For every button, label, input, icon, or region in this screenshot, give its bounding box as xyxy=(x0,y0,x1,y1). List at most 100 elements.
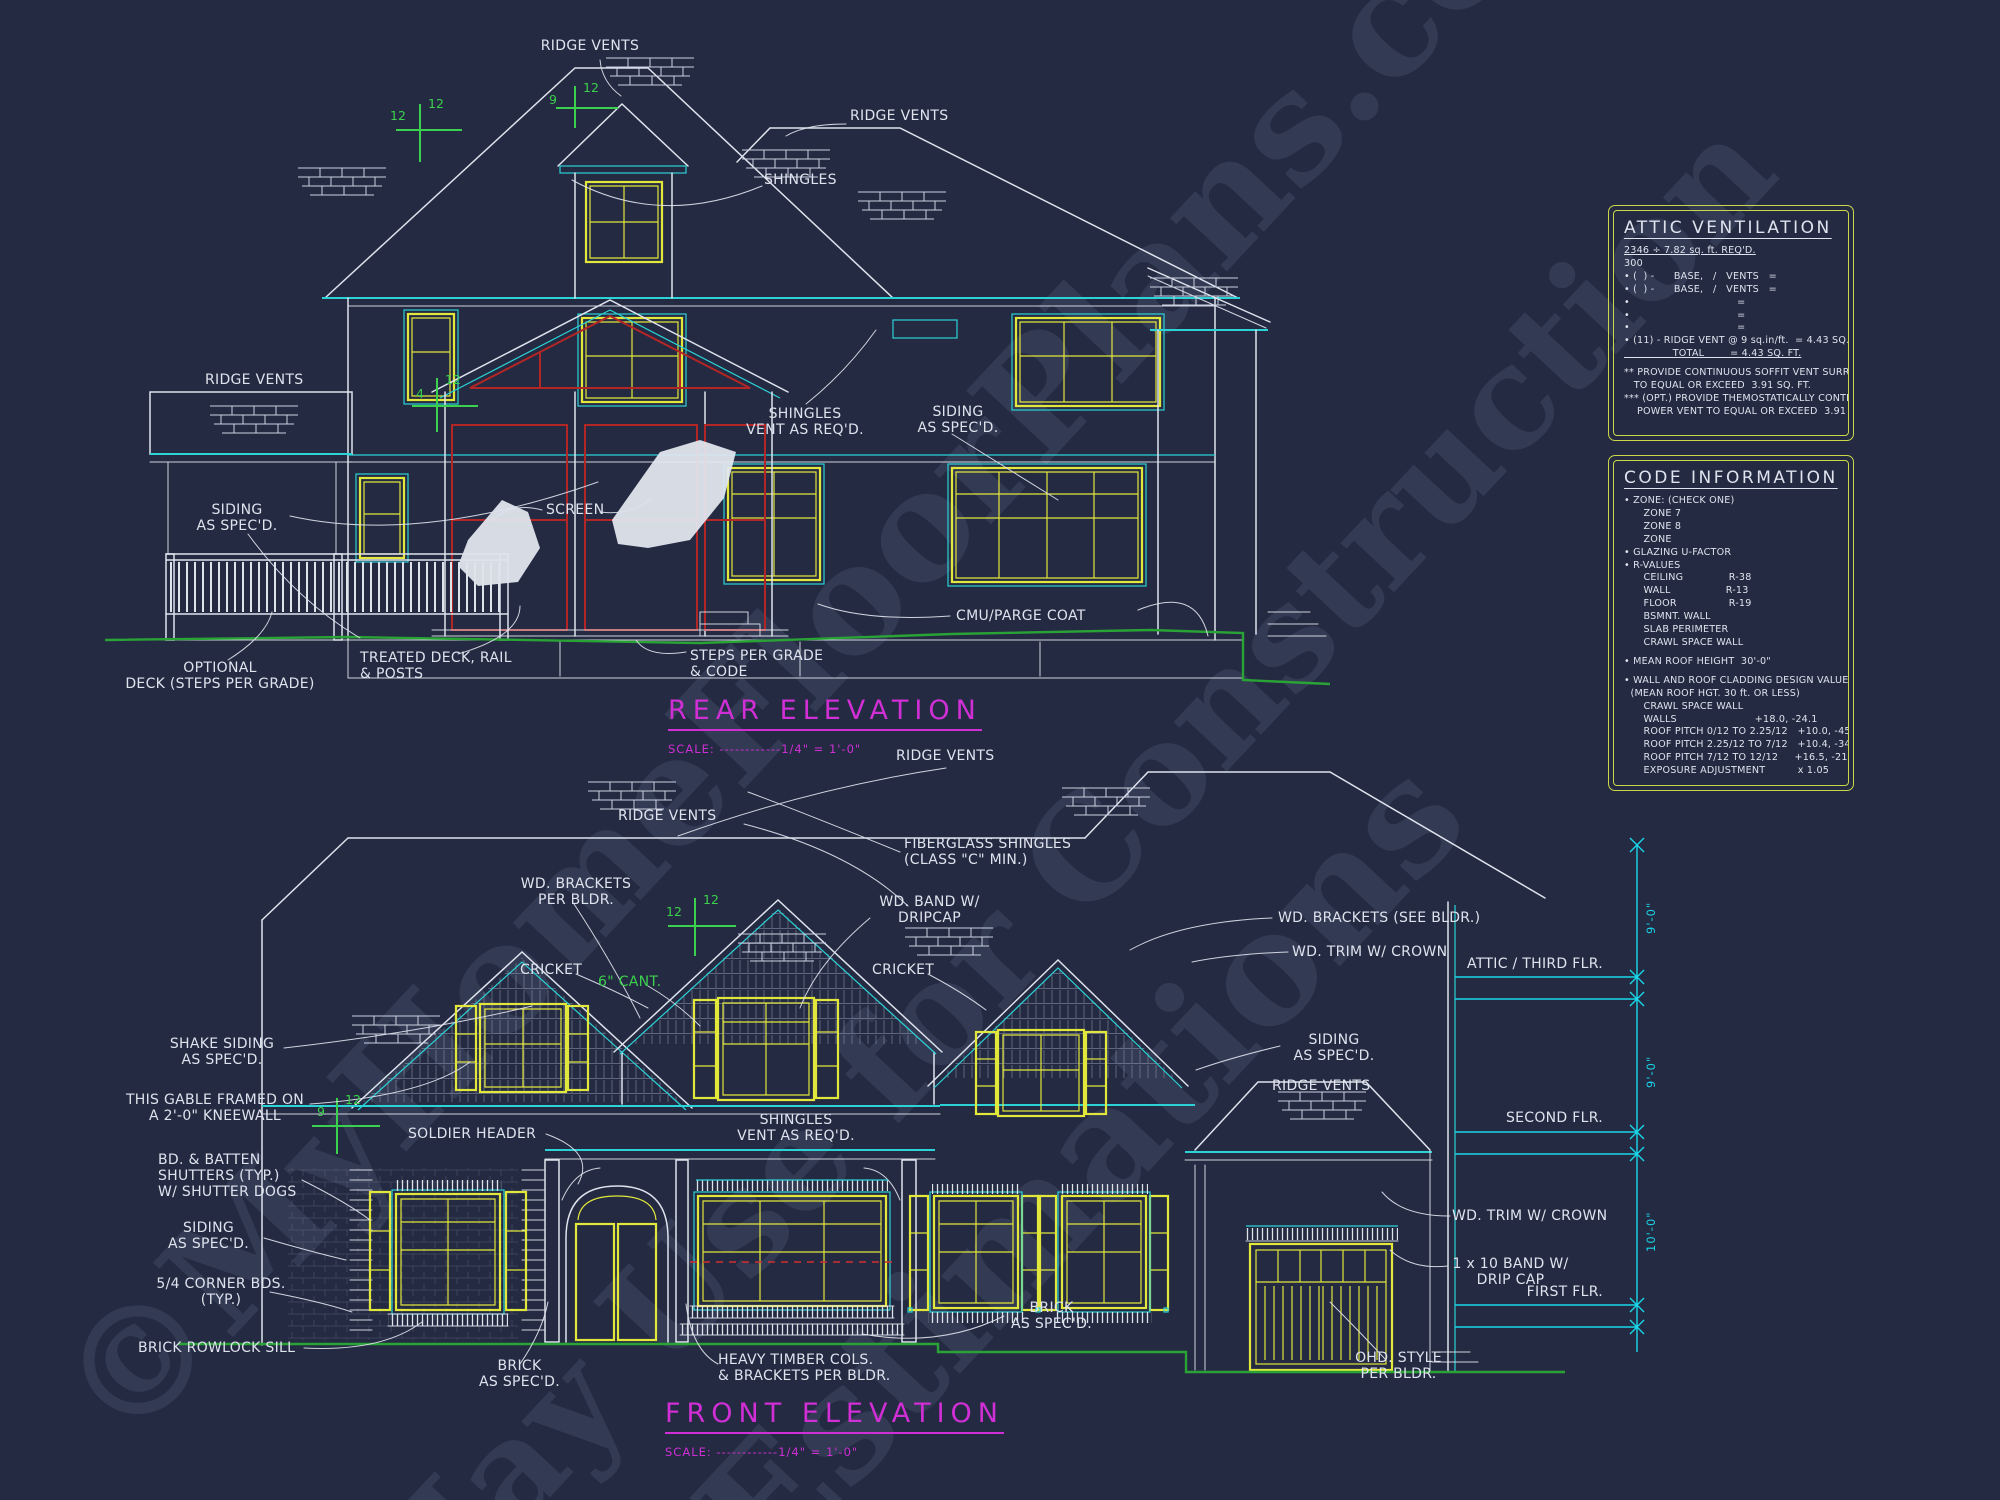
label-batten-shutters: BD. & BATTEN SHUTTERS (TYP.) W/ SHUTTER … xyxy=(158,1152,297,1200)
attic-ventilation-box: ATTIC VENTILATION 2346 ÷ 7.82 sq. ft. RE… xyxy=(1608,205,1854,441)
table-line: CRAWL SPACE WALL xyxy=(1624,636,1744,648)
attic-ventilation-title: ATTIC VENTILATION xyxy=(1624,218,1832,238)
table-line: ** PROVIDE CONTINUOUS SOFFIT VENT SURROU… xyxy=(1624,367,1849,379)
table-line: POWER VENT TO EQUAL OR EXCEED 3.91 SQ. F… xyxy=(1636,405,1847,417)
table-line: ZONE 7 xyxy=(1624,507,1682,519)
front-elevation-scale: SCALE: ------------1/4" = 1'-0" xyxy=(665,1445,859,1459)
pitch-front-e-run: 12 xyxy=(345,1092,361,1107)
table-line: WALLS +18.0, -24.1 xyxy=(1624,713,1818,725)
label-wd-brackets: WD. BRACKETS PER BLDR. xyxy=(520,876,632,908)
label-ridge-vents-rear-top: RIDGE VENTS xyxy=(540,38,640,54)
label-siding-front-left: SIDING AS SPEC'D. xyxy=(168,1220,249,1252)
label-screen: SCREEN xyxy=(546,502,605,518)
label-ridge-vents-garage: RIDGE VENTS xyxy=(1272,1078,1371,1094)
label-heavy-timber: HEAVY TIMBER COLS. & BRACKETS PER BLDR. xyxy=(718,1352,891,1384)
label-brick-rowlock: BRICK ROWLOCK SILL xyxy=(138,1340,296,1356)
table-line: ROOF PITCH 0/12 TO 2.25/12 +10.0, -45.4 xyxy=(1624,726,1849,738)
table-line: • = xyxy=(1624,322,1746,334)
table-line: CRAWL SPACE WALL xyxy=(1624,700,1744,712)
table-line: • ZONE: (CHECK ONE) xyxy=(1624,495,1735,506)
table-line: BSMNT. WALL xyxy=(1624,611,1711,623)
label-brick-spec-right: BRICK AS SPEC'D. xyxy=(1011,1300,1092,1332)
code-information-title: CODE INFORMATION xyxy=(1624,468,1838,488)
label-steps-per-grade: STEPS PER GRADE & CODE xyxy=(690,648,824,680)
label-fiberglass-shingles: FIBERGLASS SHINGLES (CLASS "C" MIN.) xyxy=(904,836,1072,868)
dim-first-height: 10'-0" xyxy=(1644,1211,1658,1252)
table-line: • = xyxy=(1624,296,1746,308)
table-line: TO EQUAL OR EXCEED 3.91 SQ. FT. xyxy=(1624,380,1811,392)
label-ohd-style: OHD. STYLE PER BLDR. xyxy=(1355,1350,1442,1382)
pitch-rear-a-run: 12 xyxy=(428,96,444,111)
front-elevation-drawing xyxy=(178,767,1565,1374)
label-cricket-right: CRICKET xyxy=(872,962,935,978)
label-cmu-parge-coat: CMU/PARGE COAT xyxy=(956,608,1086,624)
label-wd-band-dripcap: WD. BAND W/ DRIPCAP xyxy=(879,894,980,926)
table-line: • R-VALUES xyxy=(1624,559,1681,571)
table-line: TOTAL = 4.43 SQ. FT. xyxy=(1624,348,1802,360)
table-line: • ( ) - BASE, / VENTS = xyxy=(1624,283,1777,295)
pitch-front-e-rise: 9 xyxy=(317,1104,325,1119)
table-line: WALL R-13 xyxy=(1624,585,1749,597)
label-shingles-rear: SHINGLES xyxy=(764,172,837,188)
pitch-rear-c-run: 12 xyxy=(445,372,461,387)
floor-dimension-lines xyxy=(1455,837,1645,1352)
label-first-floor: FIRST FLR. xyxy=(1526,1284,1603,1300)
label-band-drip-cap: 1 x 10 BAND W/ DRIP CAP xyxy=(1452,1256,1569,1288)
label-corner-boards: 5/4 CORNER BDS. (TYP.) xyxy=(156,1276,286,1308)
label-ridge-vents-front-left: RIDGE VENTS xyxy=(618,808,717,824)
table-line: • ( ) - BASE, / VENTS = xyxy=(1624,270,1777,282)
table-line: 2346 ÷ 7.82 sq. ft. REQ'D. xyxy=(1624,245,1756,256)
label-shingles-vent-rear: SHINGLES VENT AS REQ'D. xyxy=(746,406,864,438)
table-line: CEILING R-38 xyxy=(1624,572,1752,584)
code-information-box: CODE INFORMATION • ZONE: (CHECK ONE) ZON… xyxy=(1608,455,1854,791)
table-line: • WALL AND ROOF CLADDING DESIGN VALUE: xyxy=(1624,674,1849,686)
rear-elevation-scale: SCALE: ------------1/4" = 1'-0" xyxy=(668,742,862,756)
label-wd-trim-crown-2: WD. TRIM W/ CROWN xyxy=(1452,1208,1608,1224)
table-line: *** (OPT.) PROVIDE THEMOSTATICALLY CONTR… xyxy=(1624,392,1848,404)
table-line: • GLAZING U-FACTOR xyxy=(1624,546,1732,558)
label-ridge-vents-rear-right: RIDGE VENTS xyxy=(850,108,949,124)
label-treated-deck: TREATED DECK, RAIL & POSTS xyxy=(360,650,512,682)
attic-ventilation-lines: 2346 ÷ 7.82 sq. ft. REQ'D.300• ( ) - BAS… xyxy=(1624,245,1849,419)
table-line: (MEAN ROOF HGT. 30 ft. OR LESS) xyxy=(1624,687,1800,699)
label-ridge-vents-rear-left: RIDGE VENTS xyxy=(205,372,304,388)
label-siding-rear-left: SIDING AS SPEC'D. xyxy=(196,502,278,534)
label-siding-front-right: SIDING AS SPEC'D. xyxy=(1293,1032,1375,1064)
table-line: • = xyxy=(1624,309,1746,321)
label-cricket-left: CRICKET xyxy=(520,962,583,978)
label-ridge-vents-front-top: RIDGE VENTS xyxy=(896,748,995,764)
table-line: • (11) - RIDGE VENT @ 9 sq.in/ft. = 4.43… xyxy=(1624,335,1849,347)
table-line: EXPOSURE ADJUSTMENT x 1.05 xyxy=(1624,765,1830,777)
pitch-rear-c-rise: 4 xyxy=(416,386,424,401)
code-information-lines: • ZONE: (CHECK ONE) ZONE 7 ZONE 8 ZONE• … xyxy=(1624,495,1849,778)
table-line: ROOF PITCH 2.25/12 TO 7/12 +10.4, -34.8 xyxy=(1624,739,1849,751)
table-line: 300 xyxy=(1624,257,1643,269)
table-line: ZONE xyxy=(1624,533,1672,545)
table-line: FLOOR R-19 xyxy=(1624,598,1752,610)
label-gable-kneewall: THIS GABLE FRAMED ON A 2'-0" KNEEWALL xyxy=(125,1092,305,1124)
label-shake-siding: SHAKE SIDING AS SPEC'D. xyxy=(169,1036,275,1068)
table-line: • MEAN ROOF HEIGHT 30'-0" xyxy=(1624,655,1771,667)
pitch-front-d-run: 12 xyxy=(703,892,719,907)
dim-second-height: 9'-0" xyxy=(1644,1055,1658,1088)
pitch-front-d-rise: 12 xyxy=(666,904,682,919)
rear-elevation-drawing xyxy=(104,57,1331,686)
label-cant: 6" CANT. xyxy=(598,974,662,990)
front-elevation-title: FRONT ELEVATION xyxy=(665,1398,1004,1434)
pitch-rear-b-run: 12 xyxy=(583,80,599,95)
label-soldier-header: SOLDIER HEADER xyxy=(408,1126,537,1142)
label-attic-third-floor: ATTIC / THIRD FLR. xyxy=(1467,956,1603,972)
dim-attic-height: 9'-0" xyxy=(1644,901,1658,934)
label-wd-brackets-see-bldr: WD. BRACKETS (SEE BLDR.) xyxy=(1278,910,1481,926)
label-shingles-vent-front: SHINGLES VENT AS REQ'D. xyxy=(737,1112,855,1144)
table-line: ROOF PITCH 7/12 TO 12/12 +16.5, -21.0 xyxy=(1624,752,1849,764)
label-siding-rear-right: SIDING AS SPEC'D. xyxy=(917,404,999,436)
rear-elevation-title: REAR ELEVATION xyxy=(668,695,982,731)
label-brick-spec-left: BRICK AS SPEC'D. xyxy=(479,1358,560,1390)
table-line: SLAB PERIMETER xyxy=(1624,624,1729,636)
pitch-rear-b-rise: 9 xyxy=(549,92,557,107)
pitch-rear-a-rise: 12 xyxy=(390,108,406,123)
label-optional-deck: OPTIONAL DECK (STEPS PER GRADE) xyxy=(125,660,315,692)
